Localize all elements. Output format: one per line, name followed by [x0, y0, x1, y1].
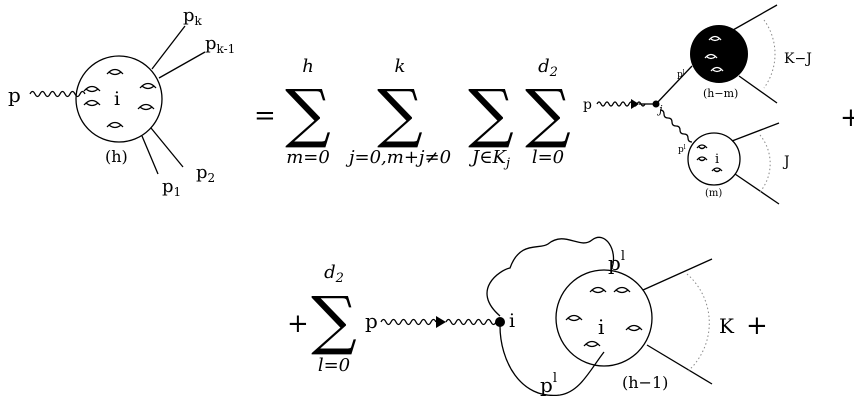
lhs-p2-label: p2: [196, 162, 215, 185]
term2-incoming-wavy: [380, 318, 437, 326]
term2-loop-wavy: [486, 236, 615, 317]
term2-vertex: [495, 317, 505, 327]
lhs-pk1-label: pk-1: [205, 33, 235, 56]
lhs-genus-label: (h): [105, 147, 128, 166]
term1-propagator-up: [655, 65, 693, 105]
term1-white-handles: [696, 144, 723, 173]
term2-diagram: p i pl pl i (h−1) K: [365, 236, 735, 396]
sum-l: d2 ∑ l=0: [525, 56, 571, 168]
lhs-handles: [83, 68, 157, 129]
sum-J: ∑ J∈Kj: [468, 77, 514, 171]
term2-sum-symbol: ∑: [311, 284, 357, 358]
term1-black-leg-bot: [738, 75, 778, 104]
term2-plus-right: +: [746, 311, 768, 341]
term1-white-leg-top: [731, 122, 780, 142]
lhs-wavy-line: [29, 90, 86, 98]
lhs-blob: [75, 55, 163, 143]
term1-i-label: i: [715, 152, 719, 167]
term2-genus-label: (h−1): [622, 373, 668, 392]
term1-arc-J: [759, 134, 771, 193]
sum-l-lower: l=0: [532, 147, 564, 168]
term1-arc-kj: [763, 19, 776, 89]
term2-arc-K: [686, 273, 710, 373]
term1-white-blob: [687, 132, 741, 186]
term1-plus: +: [840, 103, 854, 133]
sum-J-lower: J∈Kj: [468, 147, 510, 171]
term2-pl-bot: pl: [540, 371, 557, 396]
term2-handles: [565, 286, 643, 348]
term2-plus-left: +: [287, 309, 309, 339]
term1-m-label: (m): [705, 188, 722, 199]
term2-arrow: [436, 316, 446, 328]
term1-black-leg-top: [732, 4, 778, 31]
term1-j-label: j: [656, 103, 663, 116]
sum-m: h ∑ m=0: [285, 56, 331, 168]
term1-p-label: p: [583, 97, 592, 113]
sum-m-symbol: ∑: [285, 77, 331, 151]
term1-white-leg-bot: [734, 173, 780, 205]
lhs-leg-pk: [151, 25, 186, 70]
lhs-p-label: p: [8, 83, 21, 107]
sum-j: k ∑ j=0,m+j≠0: [345, 56, 451, 168]
term1-propagator-down: [659, 109, 693, 143]
term1-kj-label: K−J: [784, 51, 812, 67]
equals-sign: =: [254, 101, 276, 131]
term2-K-label: K: [719, 314, 735, 338]
lhs-leg-p1: [141, 135, 159, 175]
term1-arrow: [631, 99, 639, 109]
term1-J-label: J: [782, 154, 790, 170]
sum-l-symbol: ∑: [525, 77, 571, 151]
term1-diagram: p j pl pl (h−m) K−J i (m) J: [583, 4, 812, 205]
lhs-i-label: i: [114, 88, 120, 110]
term2-p-label: p: [365, 309, 378, 333]
term2-sum-lower: l=0: [318, 355, 350, 376]
term2-sum: d2 ∑ l=0: [311, 262, 357, 376]
sum-J-symbol: ∑: [468, 77, 514, 151]
term2-pl-top: pl: [608, 249, 625, 275]
lhs-leg-p2: [150, 127, 184, 168]
lhs-p1-label: p1: [162, 176, 181, 199]
term1-pl-top: pl: [677, 69, 685, 80]
lhs-diagram: p i (h) pk pk-1 p2 p1: [8, 5, 235, 199]
sum-j-symbol: ∑: [377, 77, 423, 151]
term2-i-vertex-label: i: [509, 310, 515, 332]
sum-j-lower: j=0,m+j≠0: [345, 147, 451, 168]
term2-i-label: i: [598, 315, 604, 339]
sum-j-upper: k: [395, 56, 406, 77]
term1-pl-bot: pl: [678, 144, 686, 155]
term2-leg-top: [642, 258, 713, 291]
term1-black-genus: (h−m): [703, 87, 738, 100]
term2-leg-bot: [646, 344, 713, 385]
sum-m-lower: m=0: [286, 147, 330, 168]
lhs-leg-pk1: [158, 51, 206, 79]
sum-m-upper: h: [302, 56, 314, 77]
term1-black-handles: [704, 35, 724, 73]
term2-loop-straight: [499, 325, 605, 396]
term1-black-blob: [690, 25, 748, 83]
lhs-pk-label: pk: [183, 5, 203, 28]
term2-sum-upper: d2: [324, 262, 344, 286]
term2-blob: [555, 269, 653, 367]
